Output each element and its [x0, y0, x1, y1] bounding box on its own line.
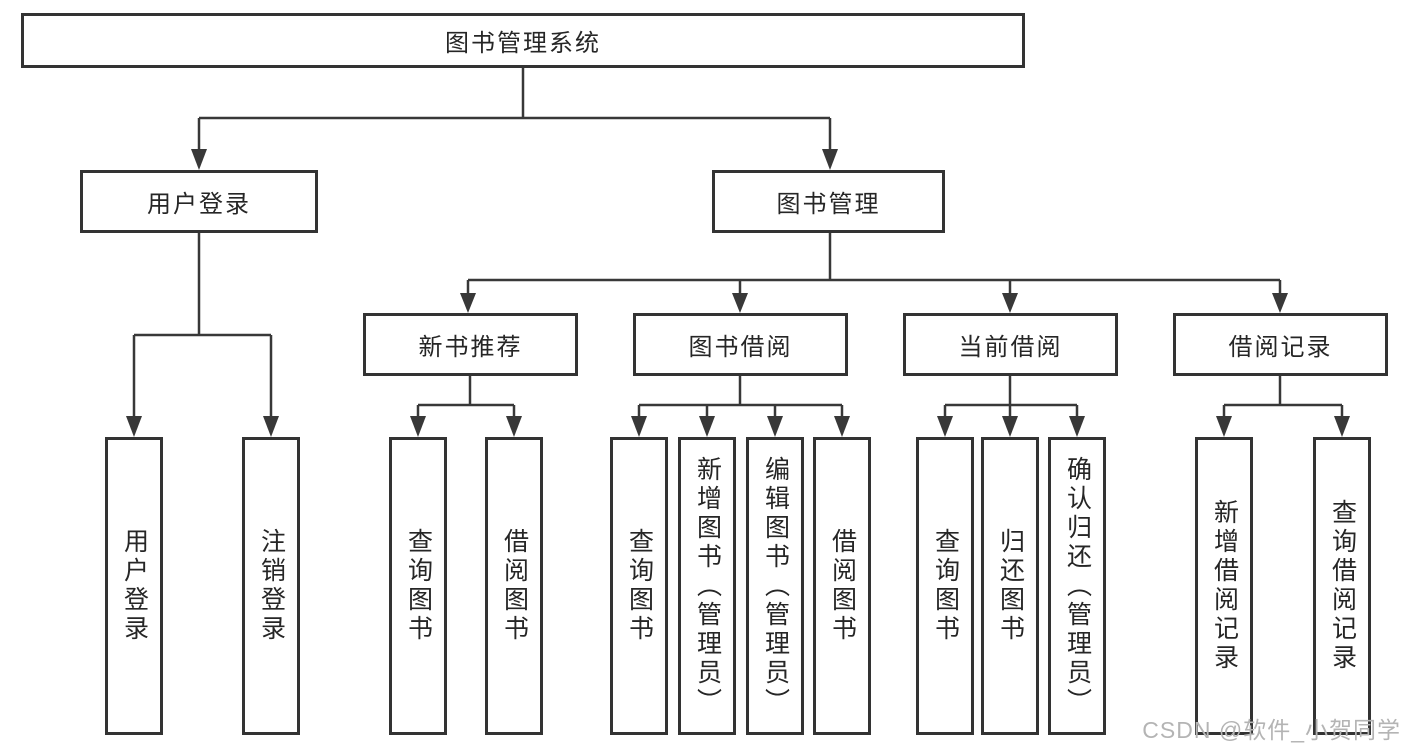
- node-borrow-edit-label: 编辑图书（管理员）: [761, 455, 790, 717]
- node-records-query-label: 查询借阅记录: [1328, 499, 1357, 673]
- node-current-confirm: 确认归还（管理员）: [1048, 437, 1106, 735]
- node-borrow-add-label: 新增图书（管理员）: [693, 455, 722, 717]
- node-borrow-edit: 编辑图书（管理员）: [746, 437, 804, 735]
- node-new-query: 查询图书: [389, 437, 447, 735]
- node-user-login-label: 用户登录: [120, 528, 149, 644]
- node-borrow-borrow: 借阅图书: [813, 437, 871, 735]
- node-root-label: 图书管理系统: [445, 30, 601, 57]
- node-new-query-label: 查询图书: [404, 528, 433, 644]
- node-current-borrow: 当前借阅: [903, 313, 1118, 376]
- node-book-module: 图书管理: [712, 170, 945, 233]
- node-user-logout: 注销登录: [242, 437, 300, 735]
- node-current-confirm-label: 确认归还（管理员）: [1063, 455, 1092, 717]
- node-current-query-label: 查询图书: [931, 528, 960, 644]
- node-user-login: 用户登录: [105, 437, 163, 735]
- node-user-module-label: 用户登录: [147, 191, 251, 218]
- node-records-add: 新增借阅记录: [1195, 437, 1253, 735]
- node-current-return: 归还图书: [981, 437, 1039, 735]
- node-current-borrow-label: 当前借阅: [958, 334, 1063, 361]
- node-new-borrow: 借阅图书: [485, 437, 543, 735]
- node-new-books-label: 新书推荐: [418, 334, 523, 361]
- node-current-query: 查询图书: [916, 437, 974, 735]
- node-borrow-borrow-label: 借阅图书: [828, 528, 857, 644]
- node-records-query: 查询借阅记录: [1313, 437, 1371, 735]
- node-new-borrow-label: 借阅图书: [500, 528, 529, 644]
- node-borrow-records: 借阅记录: [1173, 313, 1388, 376]
- node-current-return-label: 归还图书: [996, 528, 1025, 644]
- node-book-borrow: 图书借阅: [633, 313, 848, 376]
- node-borrow-add: 新增图书（管理员）: [678, 437, 736, 735]
- csdn-watermark: CSDN @软件_小贺同学: [1142, 717, 1401, 743]
- node-borrow-query: 查询图书: [610, 437, 668, 735]
- node-root: 图书管理系统: [21, 13, 1025, 68]
- node-user-logout-label: 注销登录: [257, 528, 286, 644]
- node-new-books: 新书推荐: [363, 313, 578, 376]
- node-borrow-query-label: 查询图书: [625, 528, 654, 644]
- node-records-add-label: 新增借阅记录: [1210, 499, 1239, 673]
- node-borrow-records-label: 借阅记录: [1228, 334, 1333, 361]
- node-user-module: 用户登录: [80, 170, 318, 233]
- node-book-borrow-label: 图书借阅: [688, 334, 793, 361]
- node-book-module-label: 图书管理: [776, 191, 881, 218]
